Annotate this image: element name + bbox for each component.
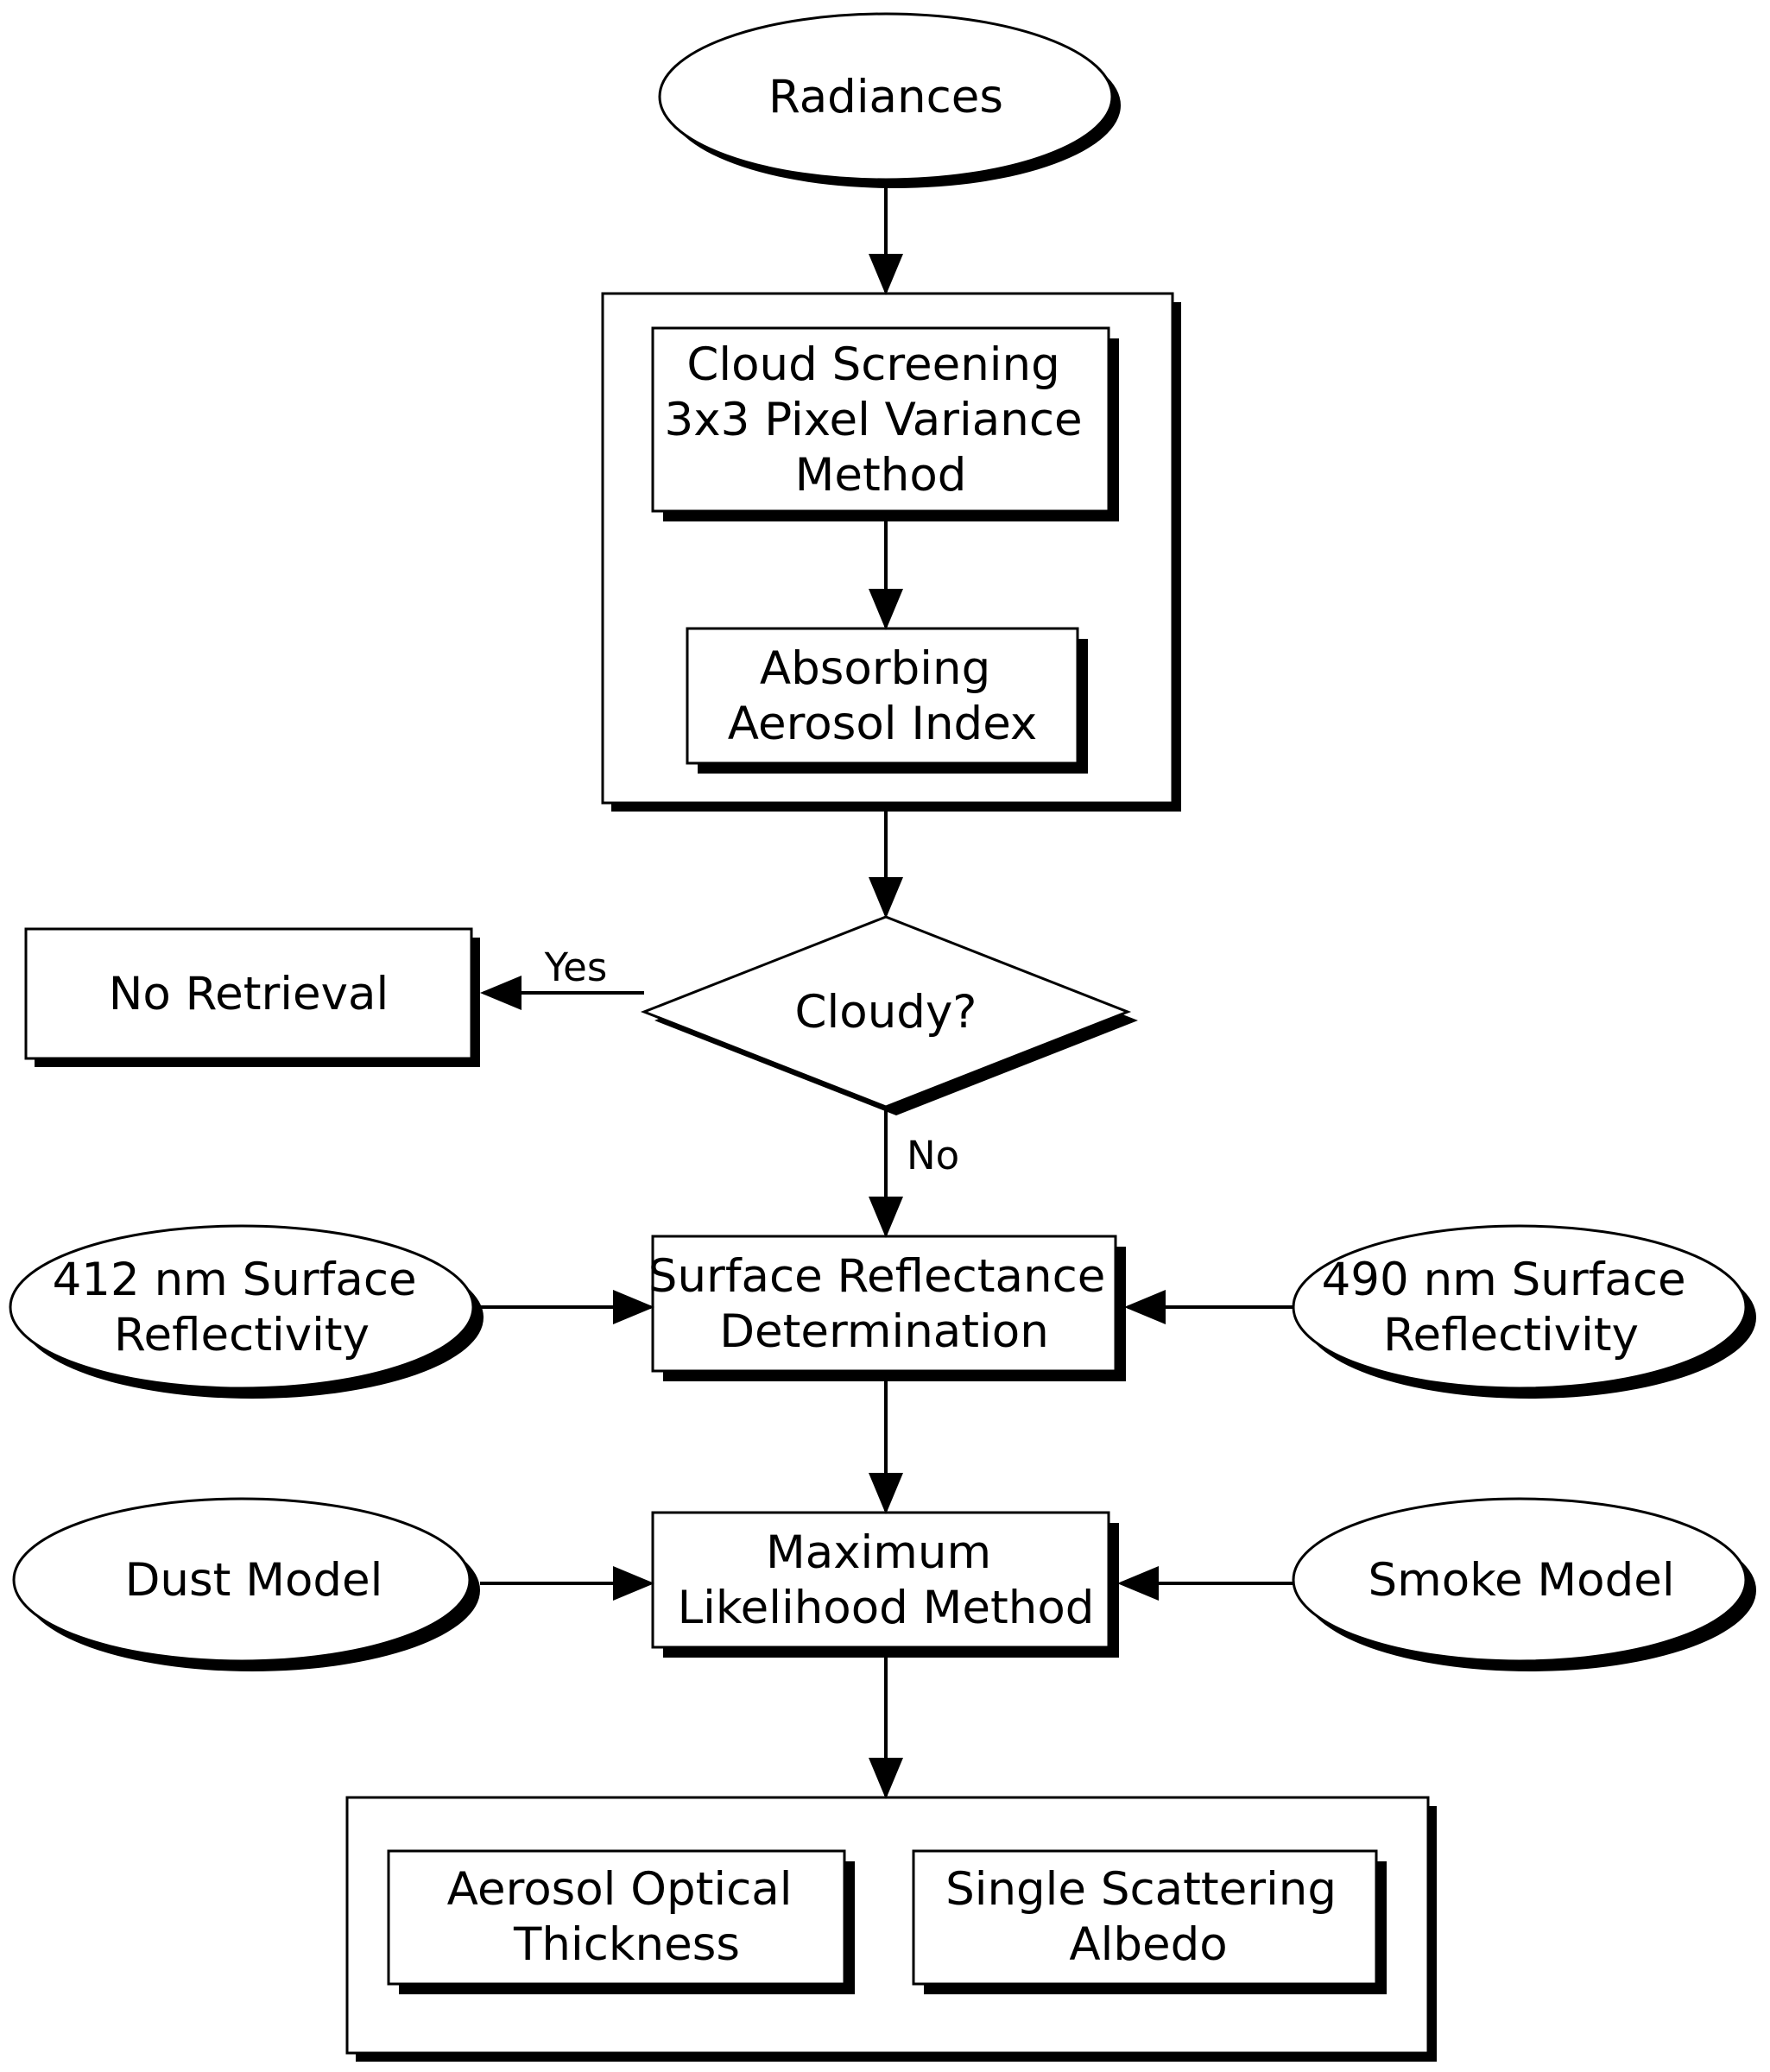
cloudy-decision-node: Cloudy? [640, 915, 1138, 1115]
surface-490-label: 490 nm Surface Reflectivity [1322, 1254, 1701, 1361]
cloudy-decision-label: Cloudy? [795, 986, 977, 1039]
surface-412-node: 412 nm Surface Reflectivity [9, 1224, 484, 1399]
cloud-screening-node: Cloud Screening 3x3 Pixel Variance Metho… [651, 326, 1119, 521]
radiances-node: Radiances [658, 12, 1121, 188]
absorbing-aerosol-index-label: Absorbing Aerosol Index [728, 642, 1038, 750]
single-scattering-albedo-label: Single Scattering Albedo [945, 1863, 1351, 1971]
smoke-model-node: Smoke Model [1292, 1497, 1756, 1671]
radiances-label: Radiances [768, 71, 1003, 123]
edge-label-yes: Yes [544, 944, 608, 990]
cloud-screening-label: Cloud Screening 3x3 Pixel Variance Metho… [665, 338, 1097, 502]
dust-model-node: Dust Model [12, 1497, 480, 1671]
smoke-model-label: Smoke Model [1368, 1554, 1674, 1607]
maximum-likelihood-node: Maximum Likelihood Method [651, 1511, 1119, 1658]
surface-412-label: 412 nm Surface Reflectivity [53, 1254, 432, 1361]
surface-reflectance-label: Surface Reflectance Determination [648, 1250, 1120, 1358]
edge-label-no: No [907, 1133, 959, 1178]
single-scattering-albedo-node: Single Scattering Albedo [912, 1849, 1387, 1994]
no-retrieval-node: No Retrieval [24, 927, 480, 1067]
dust-model-label: Dust Model [125, 1554, 383, 1607]
no-retrieval-label: No Retrieval [109, 968, 389, 1020]
aerosol-optical-thickness-node: Aerosol Optical Thickness [387, 1849, 855, 1994]
surface-reflectance-node: Surface Reflectance Determination [648, 1235, 1126, 1381]
absorbing-aerosol-index-node: Absorbing Aerosol Index [686, 627, 1088, 774]
surface-490-node: 490 nm Surface Reflectivity [1292, 1224, 1756, 1399]
aerosol-optical-thickness-label: Aerosol Optical Thickness [447, 1863, 807, 1971]
maximum-likelihood-label: Maximum Likelihood Method [678, 1526, 1095, 1634]
